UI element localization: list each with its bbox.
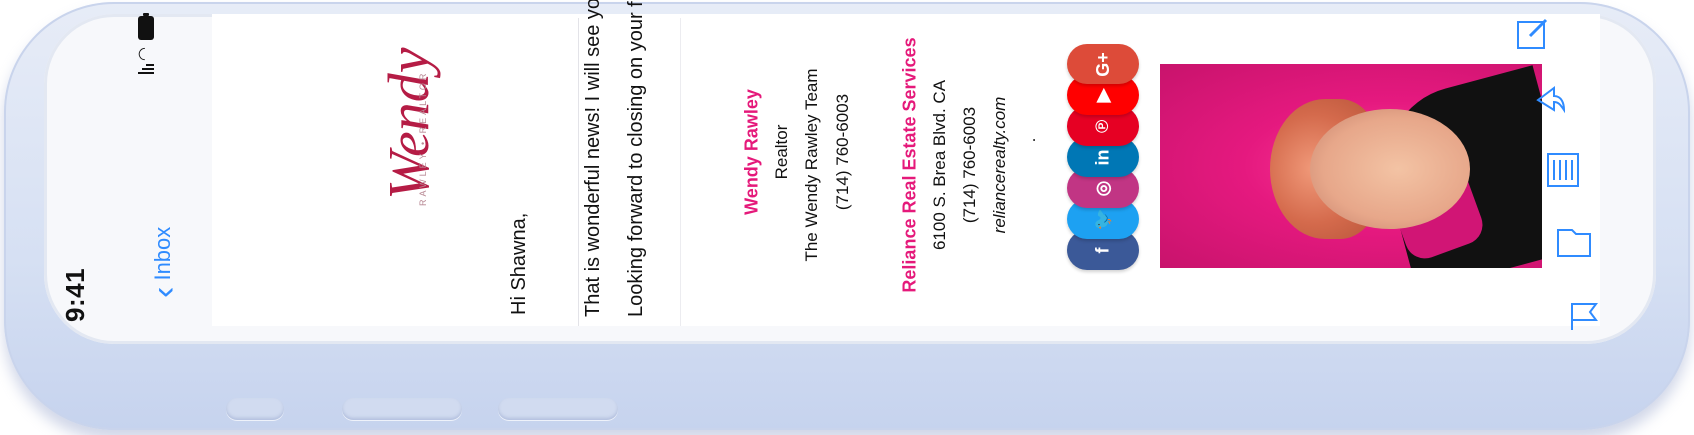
mute-switch <box>226 398 284 420</box>
compose-icon[interactable] <box>1512 14 1552 54</box>
google-plus-icon[interactable]: G+ <box>1067 44 1139 84</box>
volume-down-button <box>498 398 618 420</box>
wifi-icon: ◠ <box>135 47 153 61</box>
cellular-signal-icon <box>138 62 154 76</box>
folder-icon[interactable] <box>1552 222 1596 262</box>
company-name: Reliance Real Estate Services <box>899 37 920 293</box>
agent-photo <box>1160 64 1542 268</box>
chevron-left-icon: ‹ <box>145 286 184 298</box>
back-button[interactable]: ‹ Inbox <box>145 226 183 298</box>
logo-tagline: RAWLEY • REALTOR <box>418 70 428 206</box>
signature-title: Realtor <box>772 124 791 180</box>
back-label: Inbox <box>150 226 175 281</box>
trash-icon[interactable] <box>1540 150 1584 190</box>
signature-dot: . <box>1020 137 1039 143</box>
logo-wordmark: Wendy <box>376 47 441 200</box>
signature-team: The Wendy Rawley Team <box>802 68 821 262</box>
divider <box>578 18 579 326</box>
message-line: That is wonderful news! I will see you t… <box>582 0 604 317</box>
message-greeting: Hi Shawna, <box>508 212 530 315</box>
flag-icon[interactable] <box>1566 298 1606 334</box>
company-website[interactable]: reliancerealty.com <box>990 96 1009 234</box>
signature-phone[interactable]: (714) 760-6003 <box>833 93 852 211</box>
reply-icon[interactable] <box>1530 80 1570 120</box>
company-phone[interactable]: (714) 760-6003 <box>960 106 979 224</box>
status-time: 9:41 <box>60 267 90 322</box>
message-line: Looking forward to closing on your first… <box>625 0 647 317</box>
signature-name: Wendy Rawley <box>741 89 762 215</box>
battery-icon <box>138 13 154 40</box>
volume-up-button <box>342 398 462 420</box>
divider <box>680 18 681 326</box>
company-address: 6100 S. Brea Blvd. CA <box>930 79 949 251</box>
